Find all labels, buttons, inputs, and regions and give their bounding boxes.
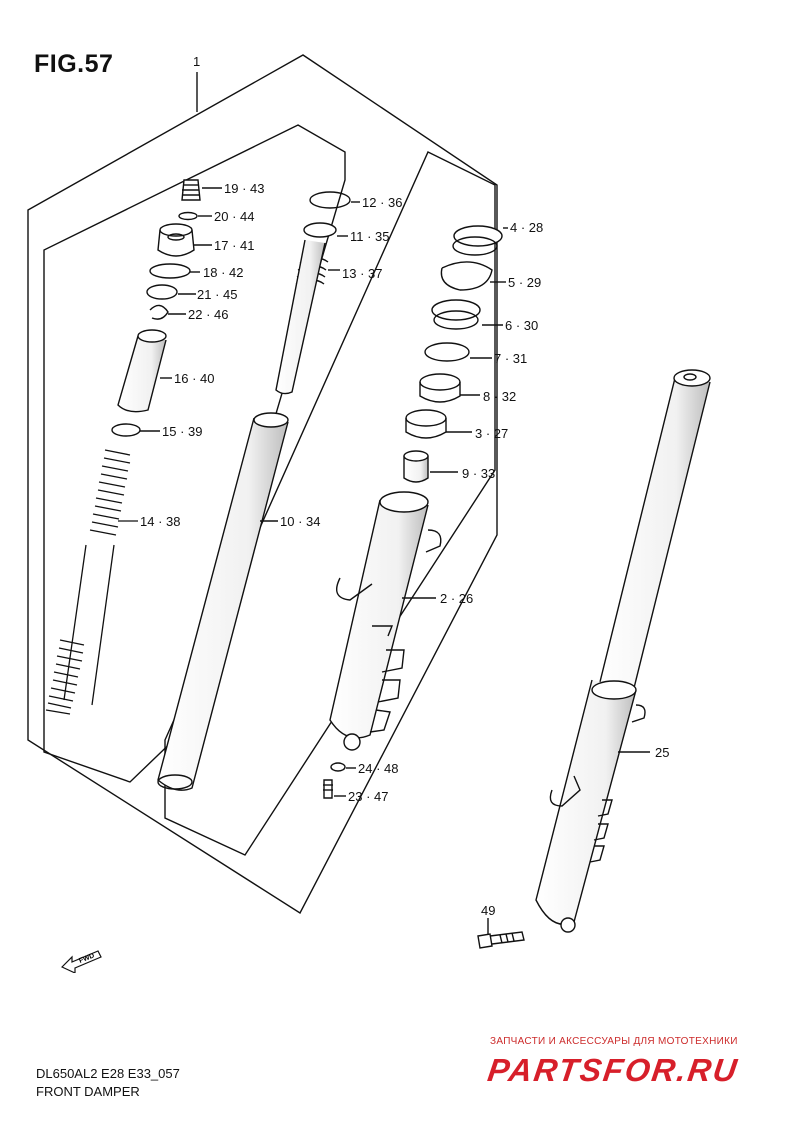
- slide-bushing-part: [405, 409, 472, 439]
- clip-part: [149, 304, 169, 320]
- callout-15-39: 15 · 39: [162, 424, 203, 439]
- callout-9-33: 9 · 33: [462, 466, 496, 481]
- front-fork-assembly-part: [535, 369, 711, 933]
- callout-21-45: 21 · 45: [197, 287, 238, 302]
- callout-7-31: 7 · 31: [494, 351, 528, 366]
- fork-spring-part: [45, 449, 138, 715]
- drain-bolt-part: [323, 779, 346, 799]
- callout-10-34: 10 · 34: [280, 514, 321, 529]
- callout-49: 49: [481, 903, 496, 918]
- callout-25: 25: [655, 745, 670, 760]
- watermark-brand: PARTSFOR.RU: [485, 1052, 741, 1088]
- spacer-part: [117, 329, 172, 413]
- callout-22-46: 22 · 46: [188, 307, 229, 322]
- assembly-callout: 1: [193, 54, 201, 69]
- assembly-outline: [27, 54, 498, 915]
- callout-23-47: 23 · 47: [348, 789, 389, 804]
- rebound-spring-part: [275, 239, 340, 395]
- callout-2-26: 2 · 26: [440, 591, 474, 606]
- washer-part: [146, 284, 178, 300]
- dust-seal-part: [452, 225, 508, 256]
- callout-17-41: 17 · 41: [214, 238, 255, 253]
- diagram-caption: FRONT DAMPER: [36, 1084, 140, 1099]
- figure-title: FIG.57: [34, 50, 114, 78]
- callout-24-48: 24 · 48: [358, 761, 399, 776]
- spring-group-box: [43, 124, 346, 783]
- callout-3-27: 3 · 27: [475, 426, 509, 441]
- outer-tube-part: [329, 491, 442, 751]
- fwd-arrow-icon: FWD: [60, 950, 102, 973]
- callout-13-37: 13 · 37: [342, 266, 383, 281]
- callout-20-44: 20 · 44: [214, 209, 255, 224]
- inner-tube-group-box: [164, 151, 496, 856]
- bushing-ring-part: [309, 191, 351, 209]
- callout-4-28: 4 · 28: [510, 220, 544, 235]
- watermark-subtitle: ЗАПЧАСТИ И АКСЕССУАРЫ ДЛЯ МОТОТЕХНИКИ: [490, 1036, 738, 1047]
- gasket-part: [330, 762, 346, 772]
- oil-seal-part: [431, 299, 503, 330]
- spring-washer-part: [111, 423, 141, 437]
- callout-6-30: 6 · 30: [505, 318, 539, 333]
- callout-8-32: 8 · 32: [483, 389, 517, 404]
- seal-spacer-part: [424, 342, 492, 362]
- callout-5-29: 5 · 29: [508, 275, 542, 290]
- stopper-ring-part: [440, 261, 506, 291]
- callout-18-42: 18 · 42: [203, 265, 244, 280]
- callout-14-38: 14 · 38: [140, 514, 181, 529]
- oil-lock-piece-part: [403, 450, 458, 483]
- adjuster-part: [181, 179, 222, 201]
- o-ring-part: [178, 211, 198, 221]
- callout-16-40: 16 · 40: [174, 371, 215, 386]
- cap-bolt-part: [157, 223, 212, 257]
- cylinder-cap-part: [303, 222, 337, 238]
- callout-19-43: 19 · 43: [224, 181, 265, 196]
- callout-12-36: 12 · 36: [362, 195, 403, 210]
- damper-cylinder-part: [157, 412, 289, 791]
- cap-o-ring-part: [149, 263, 191, 279]
- guide-bushing-part: [419, 373, 480, 403]
- model-code: DL650AL2 E28 E33_057: [36, 1066, 180, 1081]
- axle-bolt-part: [477, 918, 525, 949]
- callout-11-35: 11 · 35: [350, 229, 390, 244]
